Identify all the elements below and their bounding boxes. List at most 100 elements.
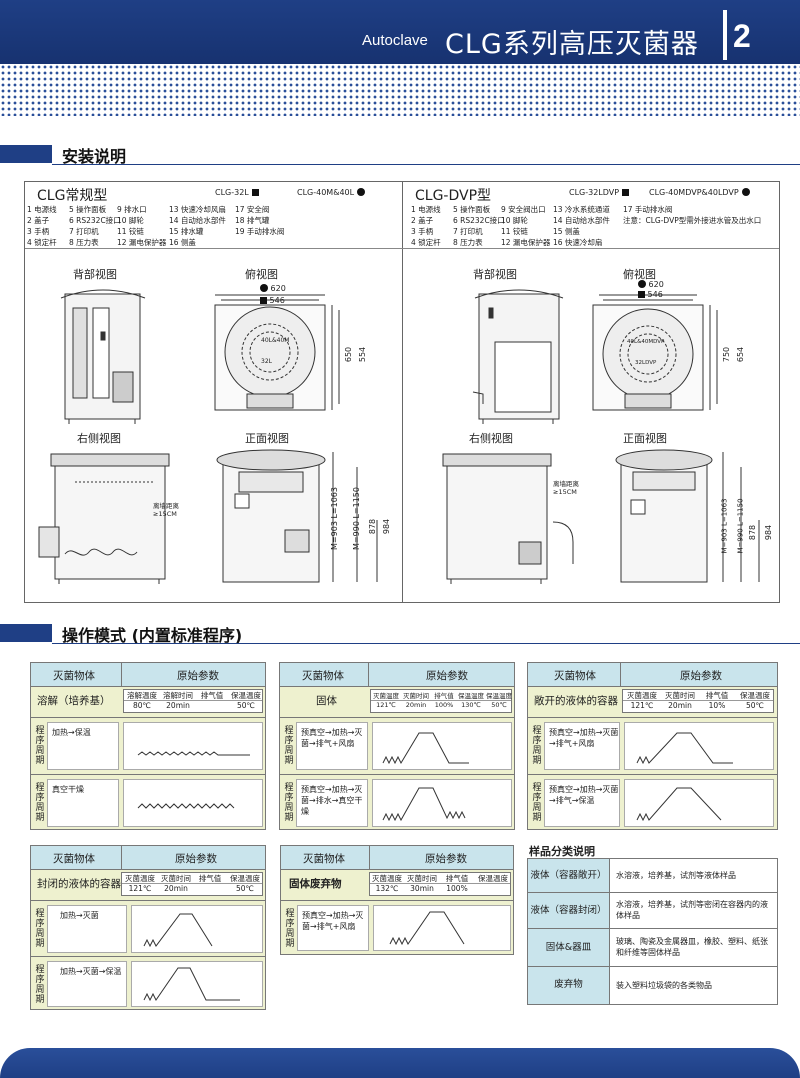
col-separator xyxy=(620,663,621,687)
front-view-drawing xyxy=(216,449,378,583)
curve-box xyxy=(624,779,774,827)
square-marker-icon xyxy=(251,189,259,196)
program-card-dissolve: 灭菌物体 原始参数 溶解（培养基） 溶解温度 溶解时间 排气值 保温温度 80℃… xyxy=(30,662,266,830)
dim-height-984: 984 xyxy=(764,524,774,541)
sterilize-object: 固体 xyxy=(316,695,337,707)
dim-inner-32: 32LDVP xyxy=(635,360,657,366)
param-value: 20min xyxy=(668,701,692,710)
param-value: 100% xyxy=(446,884,468,893)
cycle-curve xyxy=(382,787,466,822)
curve-box xyxy=(372,722,512,770)
param-label: 保温温度 xyxy=(231,691,261,700)
back-view-drawing xyxy=(472,289,564,424)
model-name: CLG常规型 xyxy=(37,188,108,204)
dim-depth-outer: 650 xyxy=(344,346,354,363)
dim-height-m: M=903 L=1063 xyxy=(720,498,729,554)
param-label: 灭菌时间 xyxy=(403,692,429,700)
cycle-curve xyxy=(636,787,722,822)
sample-name: 液体（容器封闭） xyxy=(528,893,610,928)
cycle-label: 程序周期 xyxy=(35,726,45,766)
col-object: 灭菌物体 xyxy=(53,670,95,682)
sample-desc: 装入塑料垃圾袋的各类物品 xyxy=(616,981,712,990)
param-label: 排气值 xyxy=(198,874,222,883)
section-title: 操作模式 (内置标准程序) xyxy=(62,626,243,645)
right-view-drawing xyxy=(38,453,170,584)
cycle-label: 程序周期 xyxy=(35,783,45,823)
top-view-label: 俯视图 xyxy=(245,268,278,281)
dim-width-inner: 546 xyxy=(635,290,663,299)
model-tag-40: CLG-40M&40L xyxy=(297,188,366,197)
model-tag-32l: CLG-32L xyxy=(215,188,259,197)
panel-divider xyxy=(402,182,403,602)
program-card-waste: 灭菌物体 原始参数 固体废弃物 灭菌温度 灭菌时间 排气值 保温温度 132℃ … xyxy=(280,845,514,955)
param-label: 保温温度 xyxy=(486,692,512,700)
dvp-model-drawings xyxy=(442,289,760,584)
dim-inner-40: 40L&40M xyxy=(261,337,290,344)
top-view-drawing xyxy=(592,294,718,411)
front-view-drawing xyxy=(615,449,760,583)
header-subtitle: Autoclave xyxy=(362,32,428,49)
step-box: 预真空→加热→灭菌→排气+风扇 xyxy=(296,722,368,770)
col-params: 原始参数 xyxy=(425,853,467,865)
part-item: 12 漏电保护器 xyxy=(117,238,167,247)
part-item: 5 操作面板 xyxy=(69,205,107,214)
part-item: 2 盖子 xyxy=(411,216,434,225)
sample-row: 废弃物 装入塑料垃圾袋的各类物品 xyxy=(528,967,777,1004)
circle-marker-icon xyxy=(741,188,750,196)
cycle-curve xyxy=(636,732,733,765)
param-label: 灭菌时间 xyxy=(665,691,695,700)
top-view-label: 俯视图 xyxy=(623,268,656,281)
part-item: 10 脚轮 xyxy=(117,216,144,225)
part-item: 12 漏电保护器 xyxy=(501,238,551,247)
param-label: 灭菌温度 xyxy=(627,691,657,700)
param-box: 灭菌温度 灭菌时间 排气值 保温温度 121℃ 20min 10% 50℃ xyxy=(622,689,774,713)
dvp-model-section: CLG-DVP型 CLG-32LDVP CLG-40MDVP&40LDVP 1 … xyxy=(403,182,780,602)
param-value: 50℃ xyxy=(491,701,507,709)
step-text: 加热→保温 xyxy=(52,728,91,737)
program-cycle-row: 程序周期 加热→保温 xyxy=(31,717,265,774)
card-header: 灭菌物体 原始参数 xyxy=(281,846,513,870)
col-params: 原始参数 xyxy=(175,853,217,865)
part-item: 16 快速冷却扇 xyxy=(553,238,603,247)
square-marker-icon xyxy=(622,189,630,196)
part-item: 14 自动给水部件 xyxy=(553,216,610,225)
cycle-label: 程序周期 xyxy=(532,726,542,766)
param-label: 保温温度 xyxy=(740,691,770,700)
program-card-solid: 灭菌物体 原始参数 固体 灭菌温度 灭菌时间 排气值 保温温度 保温温度 121… xyxy=(279,662,515,830)
dim-height-ml: M=990 L=1150 xyxy=(351,487,361,550)
step-box: 预真空→加热→灭菌→排水→真空干燥 xyxy=(296,779,368,827)
header-dot-pattern xyxy=(0,64,800,116)
page-number: 2 xyxy=(733,18,751,54)
param-value: 121℃ xyxy=(128,884,152,893)
back-view-label: 背部视图 xyxy=(473,268,517,281)
part-item: 19 手动排水阀 xyxy=(235,227,285,236)
curve-box xyxy=(131,905,263,953)
program-card-open-liquid: 灭菌物体 原始参数 敞开的液体的容器 灭菌温度 灭菌时间 排气值 保温温度 12… xyxy=(527,662,778,830)
param-value: 132℃ xyxy=(375,884,399,893)
dim-height-ml: M=990 L=1150 xyxy=(736,498,745,554)
param-value: 130℃ xyxy=(461,701,481,709)
program-card-closed-liquid: 灭菌物体 原始参数 封闭的液体的容器 灭菌温度 灭菌时间 排气值 保温温度 12… xyxy=(30,845,266,1010)
part-item: 11 铰链 xyxy=(501,227,528,236)
cycle-label: 程序周期 xyxy=(35,965,45,1005)
sterilize-object: 固体废弃物 xyxy=(289,878,342,890)
dim-width-inner: 546 xyxy=(257,296,285,305)
panel-rule xyxy=(25,248,779,249)
circle-marker-icon xyxy=(357,188,366,196)
cycle-curve xyxy=(143,967,240,1002)
program-cycle-row: 程序周期 加热→灭菌 xyxy=(31,900,265,956)
step-text: 预真空→加热→灭菌→排气+风扇 xyxy=(301,728,363,748)
dim-depth-inner: 654 xyxy=(736,346,746,363)
part-item: 13 快速冷却风扇 xyxy=(169,205,226,214)
card-header: 灭菌物体 原始参数 xyxy=(31,663,265,687)
step-box: 预真空→加热→灭菌→排气→保温 xyxy=(544,779,620,827)
section-bar xyxy=(0,145,52,163)
square-marker-icon xyxy=(260,297,267,304)
curve-box xyxy=(372,779,512,827)
cycle-curve xyxy=(143,913,213,948)
param-label: 灭菌温度 xyxy=(125,874,155,883)
front-view-label: 正面视图 xyxy=(623,432,667,445)
cycle-curve xyxy=(382,732,469,765)
part-item: 7 打印机 xyxy=(453,227,483,236)
section-bar xyxy=(0,624,52,642)
